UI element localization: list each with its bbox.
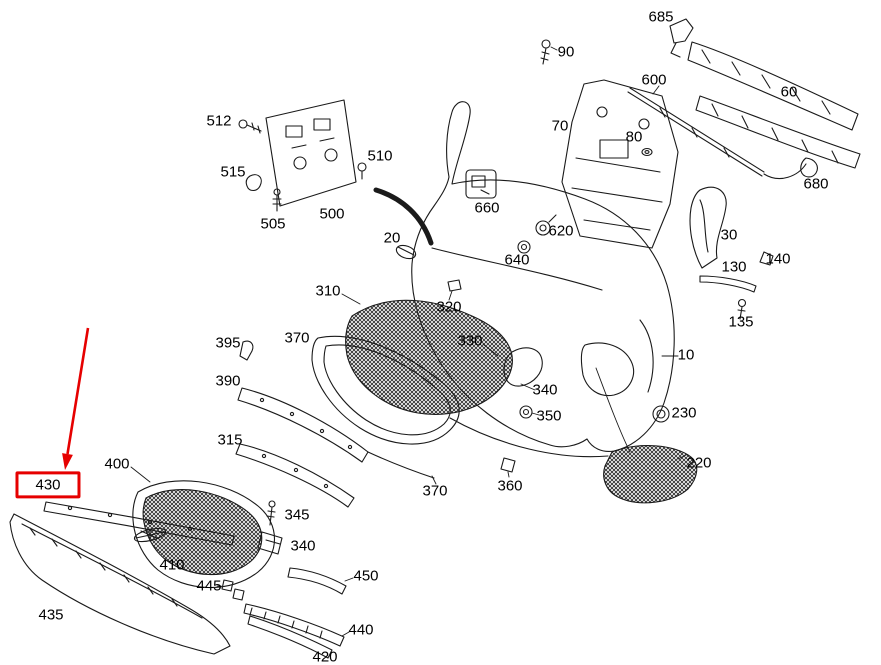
impact-absorber-60	[687, 41, 861, 169]
fog-bezel-340	[503, 347, 543, 391]
bumper-carrier	[561, 79, 679, 249]
trim-strip-440	[243, 603, 350, 647]
clip-320	[447, 279, 462, 301]
bumper-cover	[411, 101, 675, 458]
clip-360	[500, 457, 516, 478]
grille-surround-370	[311, 335, 460, 445]
line-art-group	[9, 18, 861, 659]
trim-rod-600	[627, 85, 818, 179]
leader-lines	[130, 293, 687, 483]
trim-strip-430	[43, 501, 235, 546]
trim-strip-315	[235, 443, 355, 508]
fastener-screw-512	[238, 119, 262, 134]
sensor-bracket-660	[465, 169, 497, 199]
screw-135	[737, 298, 747, 320]
trim-strip-390	[237, 387, 369, 463]
trim-strip-450	[287, 567, 354, 595]
sensor-620	[535, 214, 557, 236]
fastener-clip-515	[245, 174, 262, 192]
trim-strip-370b	[367, 451, 437, 485]
front-spoiler-435	[9, 513, 231, 655]
bracket-685	[669, 18, 694, 58]
trim-strip-420	[247, 615, 333, 659]
clips-445	[216, 579, 245, 601]
clip-140	[759, 251, 774, 266]
radiator-grille-310	[345, 299, 513, 415]
clip-395	[239, 340, 254, 361]
clip-340b	[257, 531, 283, 555]
sensor-640	[517, 240, 531, 254]
fastener-screw-90	[540, 39, 558, 65]
mesh-insert-220	[603, 445, 698, 504]
fastener-screw-345	[266, 500, 276, 526]
emblem-350	[519, 405, 540, 419]
lower-grille-410	[132, 480, 276, 589]
license-plate-bracket	[265, 99, 357, 207]
grommet-230	[652, 405, 670, 423]
fastener-screw-505	[272, 188, 282, 212]
seal-strip-20	[373, 187, 434, 260]
fastener-clip-510	[357, 162, 367, 180]
grommet-80	[641, 147, 653, 157]
strip-130	[699, 275, 757, 293]
side-bracket-30	[689, 186, 727, 269]
highlight-arrow	[62, 327, 90, 470]
